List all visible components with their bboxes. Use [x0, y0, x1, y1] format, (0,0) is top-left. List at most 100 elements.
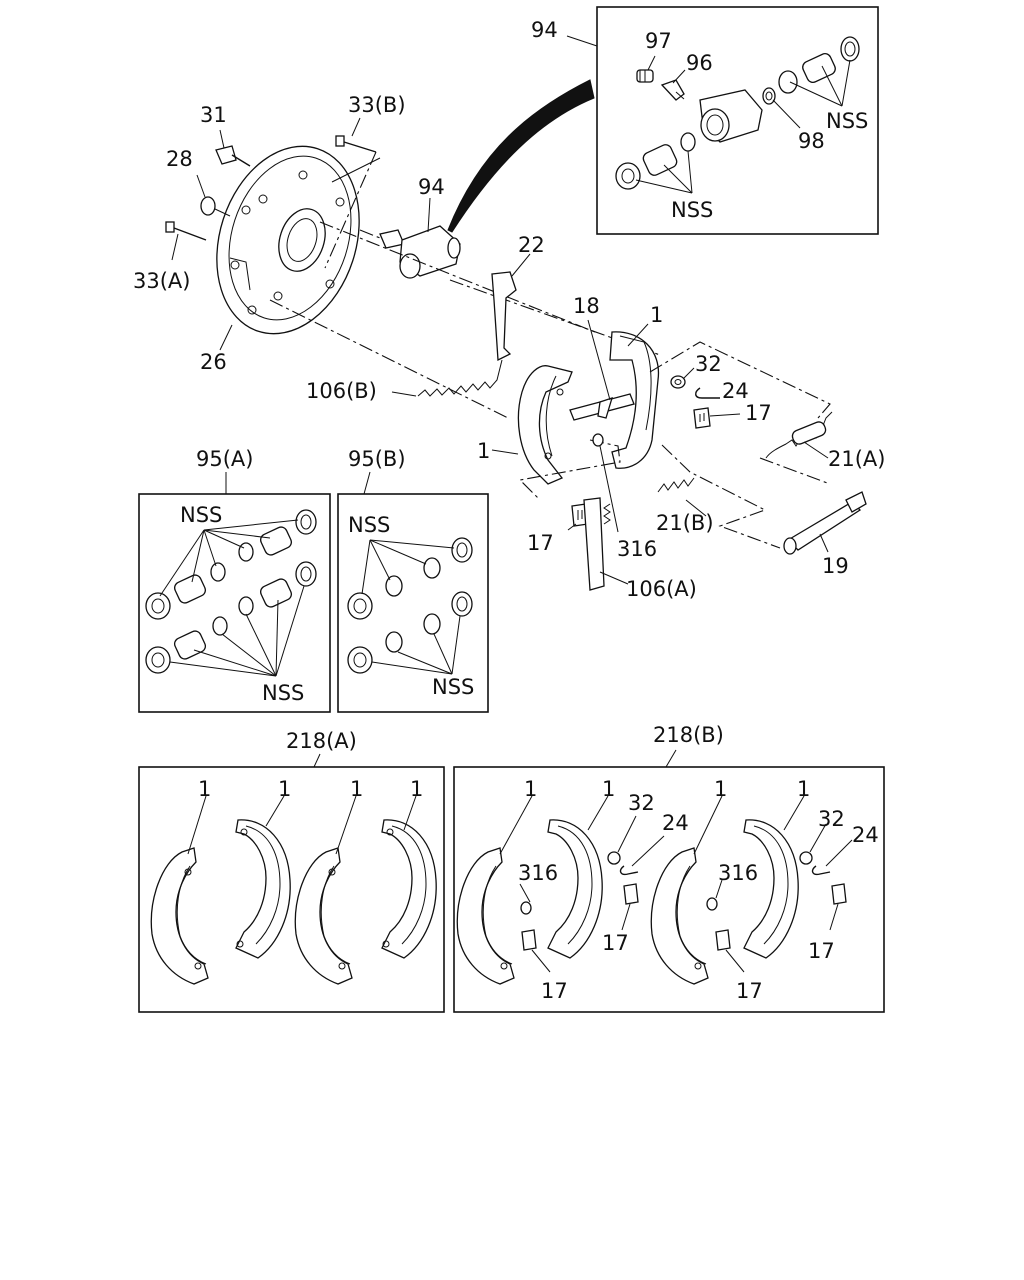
spring-106a: [583, 497, 611, 591]
label-nss-95b-bottom: NSS: [432, 675, 474, 699]
label-24: 24: [722, 379, 749, 403]
kit-218b-retainer-17-1: [521, 929, 537, 951]
label-218a: 218(A): [286, 729, 357, 753]
label-33b: 33(B): [348, 93, 406, 117]
detail-arrow: [447, 79, 595, 233]
kit-218b-clip-316-2: [706, 897, 718, 911]
kit-218b-retainer-17-3: [715, 929, 731, 951]
kit-218b-pin-24-1: [619, 865, 639, 876]
label-b-1-1: 1: [524, 777, 537, 801]
bleeder-valve-96: [660, 79, 685, 101]
label-19: 19: [822, 554, 849, 578]
label-a-1-1: 1: [198, 777, 211, 801]
label-97: 97: [645, 29, 672, 53]
label-b-1-2: 1: [602, 777, 615, 801]
label-b-32-2: 32: [818, 807, 845, 831]
label-1-left: 1: [477, 439, 490, 463]
wheel-cylinder-body: [699, 89, 763, 143]
kit-box-218b: [453, 766, 885, 1013]
kit-218b-shoe-1: [456, 847, 515, 985]
label-b-1-3: 1: [714, 777, 727, 801]
label-a-1-4: 1: [410, 777, 423, 801]
parking-lever-22: [491, 271, 517, 362]
label-316: 316: [617, 537, 657, 561]
label-98: 98: [798, 129, 825, 153]
label-21b: 21(B): [656, 511, 714, 535]
label-94: 94: [418, 175, 445, 199]
label-218b: 218(B): [653, 723, 724, 747]
kit-218b-clip-316-1: [520, 901, 532, 915]
piston-right: [778, 36, 860, 94]
kit-218a-shoe-2: [235, 819, 291, 959]
kit-95b-parts: [347, 537, 473, 674]
label-b-17-1: 17: [541, 979, 568, 1003]
kit-218b-washer-32-2: [799, 851, 813, 865]
label-33a: 33(A): [133, 269, 190, 293]
label-nss-95a-top: NSS: [180, 503, 222, 527]
kit-218b-retainer-17-4: [831, 883, 847, 905]
piston-left: [615, 132, 696, 190]
adjuster-spring-106b: [417, 359, 503, 397]
brake-shoe-right: [609, 331, 660, 469]
label-b-32-1: 32: [628, 791, 655, 815]
label-95b: 95(B): [348, 447, 406, 471]
inset-box-94: [596, 6, 879, 235]
pin-24: [695, 387, 720, 399]
pin-33a: [165, 221, 207, 241]
bleeder-screw-97: [636, 69, 654, 83]
seal-ring-98: [762, 87, 776, 105]
kit-95b-leaders: [361, 539, 461, 675]
label-32: 32: [695, 352, 722, 376]
kit-box-95b: [337, 493, 489, 713]
kit-218b-shoe-3: [650, 847, 709, 985]
kit-218a-shoe-1: [150, 847, 209, 985]
kit-box-218a: [138, 766, 445, 1013]
label-31: 31: [200, 103, 227, 127]
adjusting-screw-19: [783, 491, 867, 555]
label-106b: 106(B): [306, 379, 377, 403]
label-106a: 106(A): [626, 577, 697, 601]
label-nss-95a-bottom: NSS: [262, 681, 304, 705]
retainer-17-right: [693, 407, 711, 429]
label-18: 18: [573, 294, 600, 318]
kit-218a-shoe-3: [294, 847, 353, 985]
label-22: 22: [518, 233, 545, 257]
label-b-316-2: 316: [718, 861, 758, 885]
label-a-1-2: 1: [278, 777, 291, 801]
kit-218b-retainer-17-2: [623, 883, 639, 905]
brake-shoe-left: [517, 365, 573, 485]
label-94-box: 94: [531, 18, 558, 42]
label-1-right: 1: [650, 303, 663, 327]
label-17-right: 17: [745, 401, 772, 425]
label-b-17-2: 17: [602, 931, 629, 955]
kit-box-95a: [138, 493, 331, 713]
label-17-left: 17: [527, 531, 554, 555]
label-b-17-3: 17: [736, 979, 763, 1003]
label-b-316-1: 316: [518, 861, 558, 885]
label-b-17-4: 17: [808, 939, 835, 963]
wheel-cylinder-94: [379, 225, 461, 279]
label-21a: 21(A): [828, 447, 885, 471]
kit-218b-shoe-2: [547, 819, 603, 959]
label-nss-top-right: NSS: [826, 109, 868, 133]
kit-95a-leaders: [159, 519, 305, 677]
kit-95a-parts: [145, 509, 317, 674]
spring-21b: [657, 477, 695, 493]
backing-plate-26: [216, 145, 360, 335]
kit-218b-washer-32-1: [607, 851, 621, 865]
label-a-1-3: 1: [350, 777, 363, 801]
label-b-24-2: 24: [852, 823, 879, 847]
kit-218b-pin-24-2: [811, 865, 831, 876]
label-nss-95b-top: NSS: [348, 513, 390, 537]
bolt-31: [215, 145, 251, 167]
kit-218b-shoe-4: [743, 819, 799, 959]
label-b-1-4: 1: [797, 777, 810, 801]
pin-33b: [335, 135, 377, 153]
clip-316: [592, 433, 604, 447]
label-26: 26: [200, 350, 227, 374]
strut-18: [569, 393, 635, 421]
label-b-24-1: 24: [662, 811, 689, 835]
return-spring-21a: [765, 411, 833, 459]
label-28: 28: [166, 147, 193, 171]
